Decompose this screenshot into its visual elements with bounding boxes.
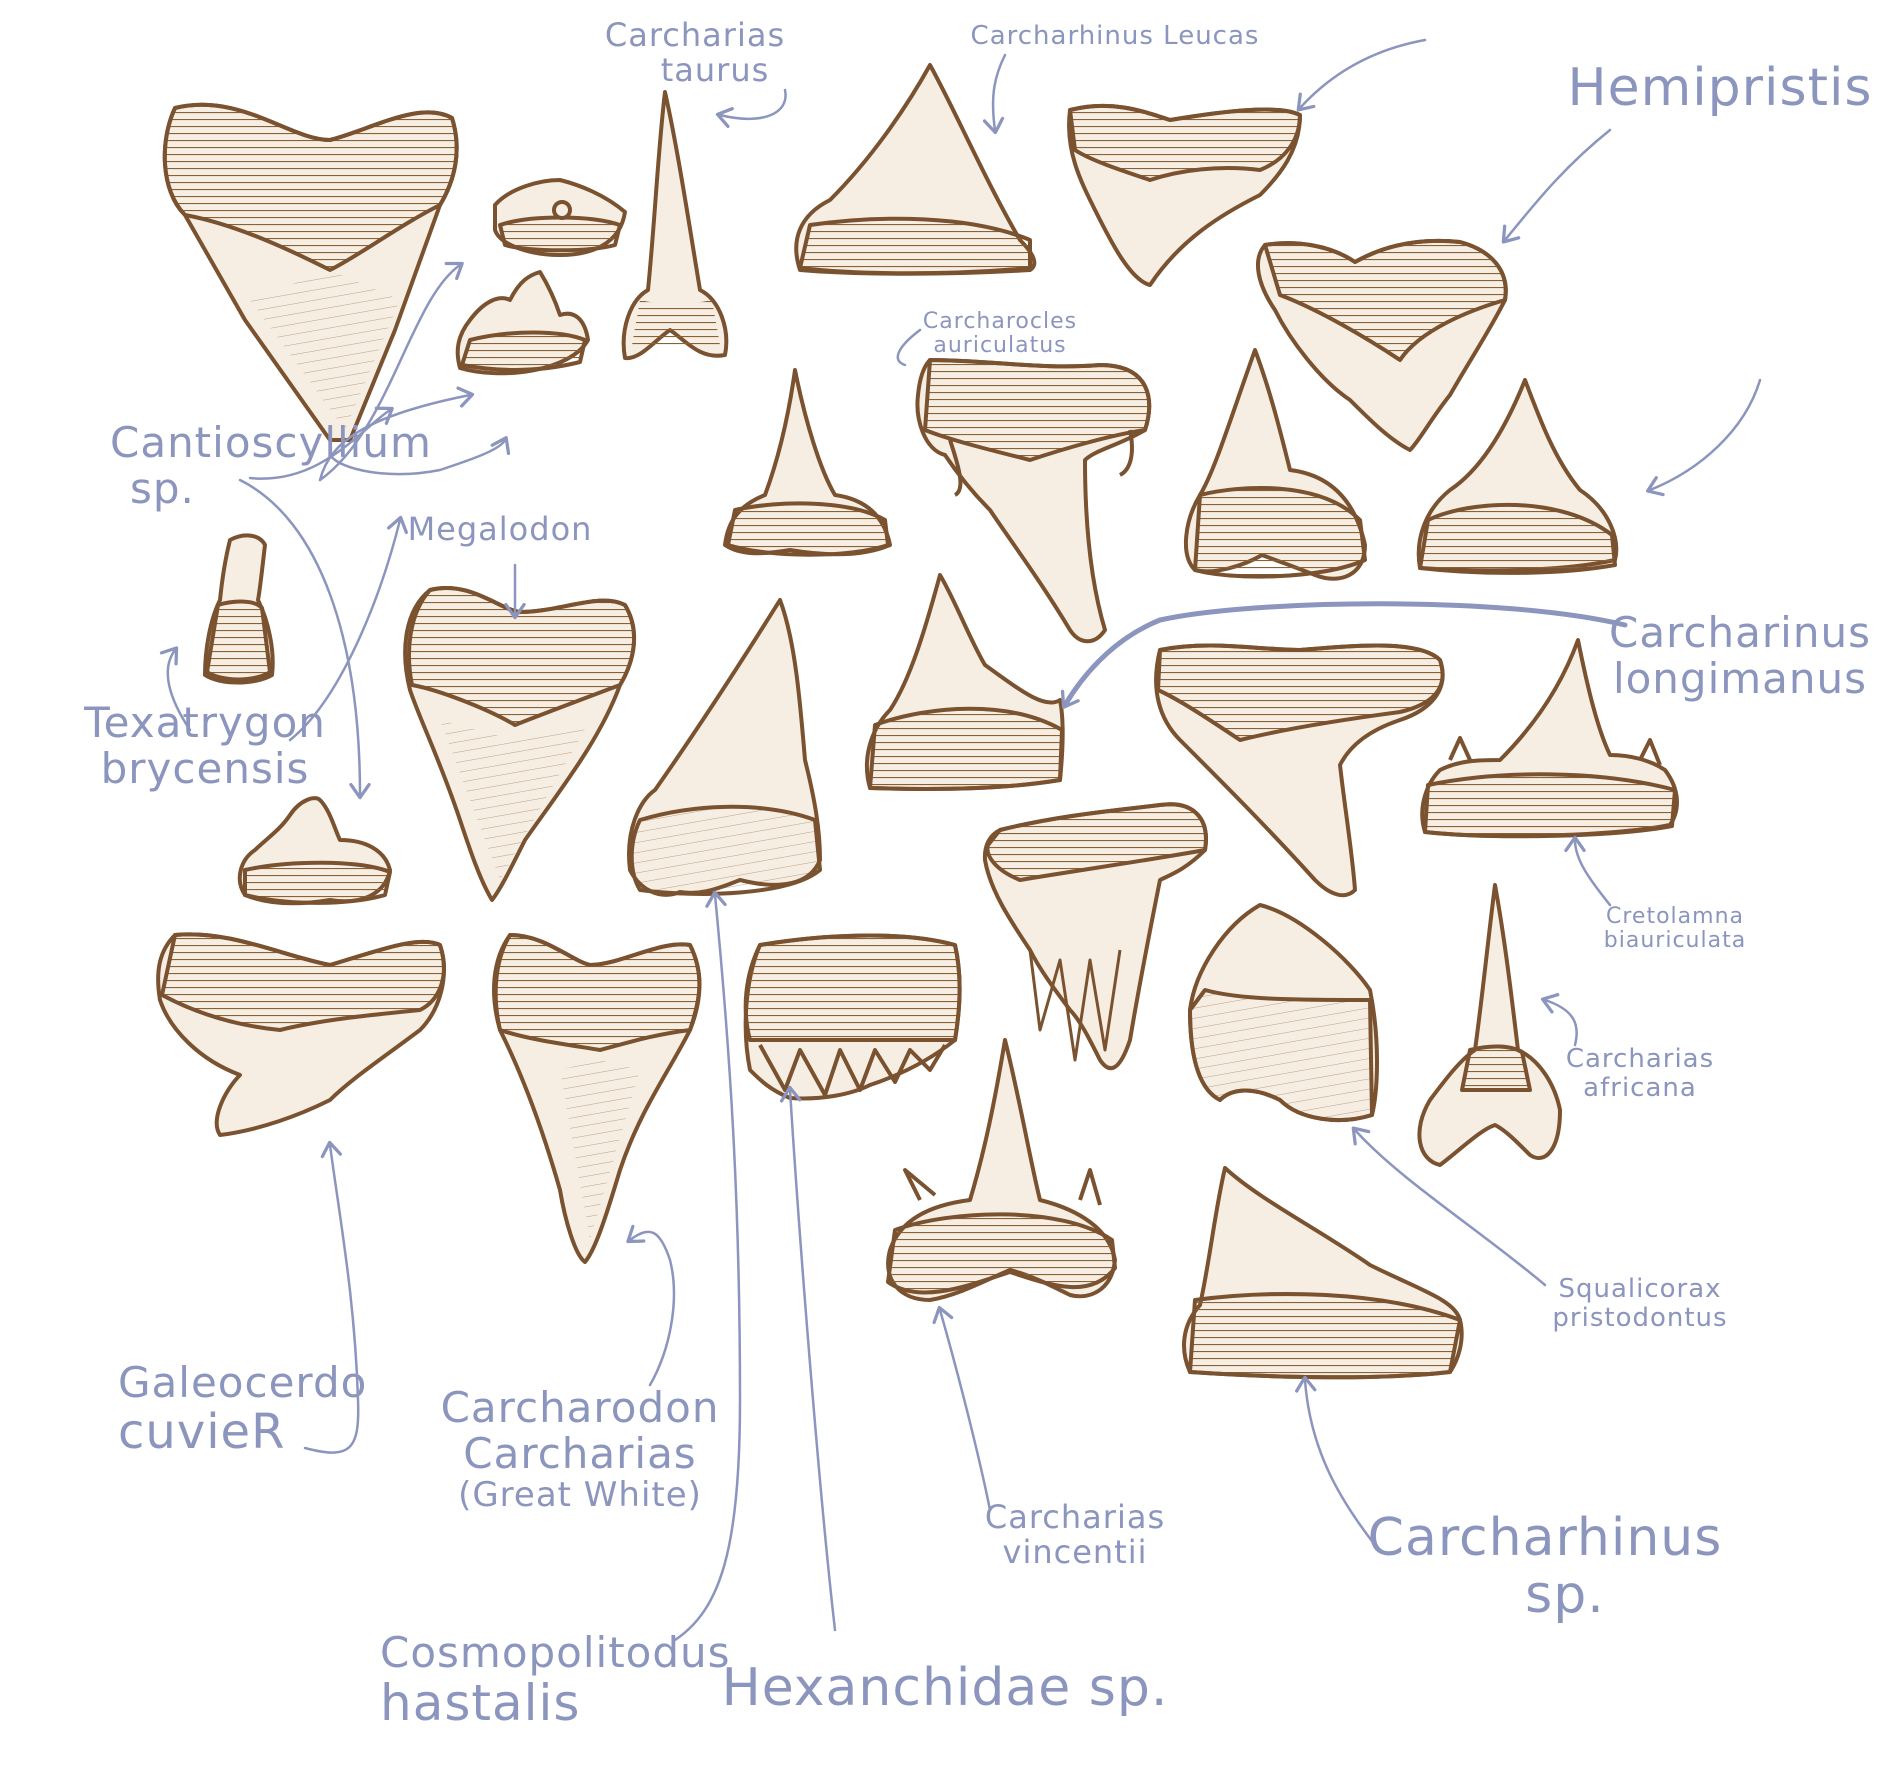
leader-cosmopolitodus	[673, 890, 742, 1642]
tooth-top-right-wide	[1067, 103, 1302, 287]
tooth-carcharhinus-right-b	[1416, 378, 1619, 575]
leader-hemipristis	[1501, 128, 1612, 244]
leader-lines	[159, 38, 1762, 1642]
leader-texatrygon	[159, 646, 192, 732]
leader-cretolamna	[1564, 835, 1612, 907]
leader-cantio-1	[248, 406, 394, 480]
leader-leucas	[982, 53, 1007, 135]
tooth-squalicorax	[1188, 903, 1379, 1122]
leader-longimanus	[1060, 601, 1628, 709]
tooth-cretolamna	[1420, 638, 1679, 839]
leader-cantio-2	[318, 386, 475, 482]
tooth-cantioscyllium-top	[493, 178, 627, 257]
tooth-galeocerdo-cuvier	[156, 932, 446, 1137]
leader-hexanchidae	[779, 1085, 837, 1632]
leader-right-b	[1645, 378, 1762, 497]
leader-africana	[1540, 993, 1578, 1047]
tooth-carcharhinus-right-a	[1183, 348, 1367, 581]
tooth-carcharocles-auriculatus	[915, 358, 1152, 644]
leader-taurus	[715, 88, 787, 128]
tooth-cosmopolitodus	[627, 598, 822, 897]
tooth-carcharhinus-leucas	[794, 63, 1037, 276]
leader-carcharhinus-sp	[1295, 1375, 1377, 1547]
leader-squalicorax	[1351, 1126, 1547, 1287]
tooth-cantioscyllium-bottom	[455, 270, 590, 376]
tooth-small-triangle-center	[723, 368, 892, 557]
leader-galeocerdo	[303, 1140, 360, 1454]
leader-top-right	[1296, 38, 1427, 112]
tooth-texatrygon	[203, 533, 275, 685]
tooth-carcharias-taurus	[621, 90, 729, 361]
leader-vincentii	[932, 1305, 992, 1512]
tooth-small-lower-left	[237, 796, 392, 906]
leader-cantio-3	[318, 261, 464, 482]
tooth-carcharhinus-sp	[1182, 1166, 1464, 1380]
leader-carcharodon	[626, 1224, 676, 1387]
leader-cantio-4	[238, 478, 371, 800]
tooth-megalodon	[403, 586, 637, 902]
tooth-hemipristis	[1256, 238, 1508, 452]
tooth-carcharias-vincentii	[886, 1038, 1117, 1302]
tooth-carcharinus-longimanus	[1154, 643, 1445, 898]
tooth-center-triangle	[865, 573, 1065, 792]
tooth-jagged-center	[982, 802, 1208, 1071]
tooth-carcharodon-carcharias	[492, 933, 702, 1264]
leader-texatrygon-up	[288, 515, 408, 742]
tooth-carcharias-africana	[1417, 883, 1562, 1167]
tooth-large-top-left	[162, 102, 459, 442]
leader-auriculatus	[896, 328, 922, 367]
leader-megalodon-up	[328, 436, 511, 476]
tooth-hexanchidae	[743, 933, 962, 1101]
